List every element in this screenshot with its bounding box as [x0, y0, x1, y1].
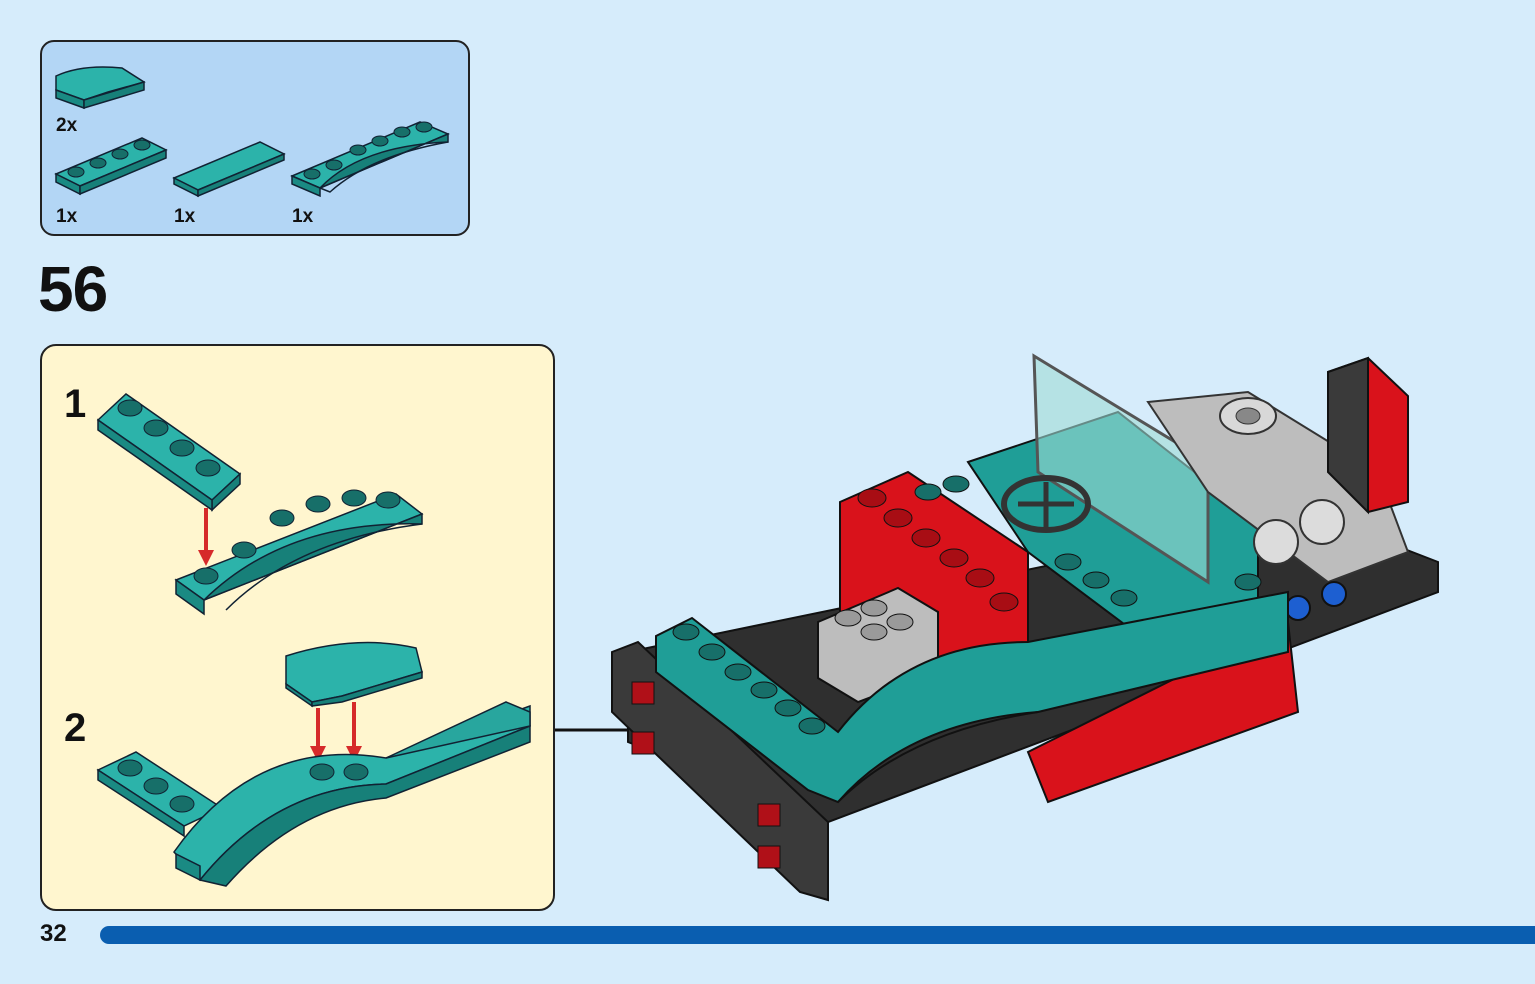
- part-qty-curved-slope: 2x: [56, 115, 78, 136]
- part-qty-arch-plate: 1x: [292, 206, 314, 227]
- part-curved-slope-icon: [55, 66, 146, 110]
- part-qty-tile-1x4: 1x: [174, 206, 196, 227]
- page-number: 32: [40, 920, 67, 947]
- main-model-illustration: [611, 353, 1439, 902]
- substep-label-1: 1: [64, 382, 87, 426]
- part-tile-1x4-icon: [172, 141, 286, 198]
- step-number: 56: [38, 253, 108, 325]
- part-qty-plate-1x4: 1x: [56, 206, 78, 227]
- page-progress-bar: [100, 926, 1535, 944]
- part-plate-1x4-icon: [54, 137, 168, 196]
- substep-2-illustration: [96, 641, 531, 887]
- part-arch-plate-icon: [290, 121, 450, 198]
- substep-label-2: 2: [64, 706, 87, 750]
- substep-1-illustration: [96, 393, 424, 616]
